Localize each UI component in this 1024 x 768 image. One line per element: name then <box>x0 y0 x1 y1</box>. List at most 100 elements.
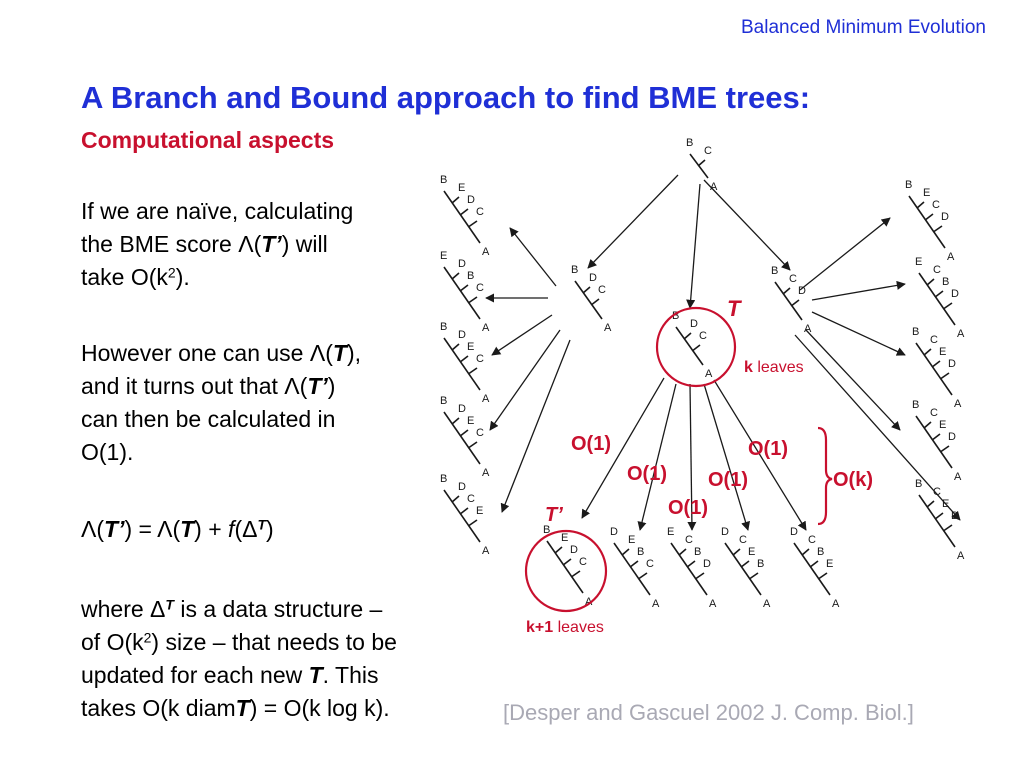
tree-edge <box>931 433 941 441</box>
tree-leaf-label: D <box>798 285 806 297</box>
tree-edge <box>817 572 828 580</box>
tree-leaf-label: C <box>476 353 484 365</box>
tree-edge <box>915 415 953 469</box>
tree-leaf-label: B <box>912 326 919 338</box>
function-symbol: f <box>228 516 235 542</box>
tree-edge <box>915 342 953 396</box>
tree-edge <box>443 411 481 465</box>
tree-leaf-label: A <box>832 598 840 610</box>
tree-edge <box>694 572 705 580</box>
tree-variable: T’ <box>261 231 282 257</box>
k-plus-1-word: leaves <box>553 619 604 636</box>
data-structure-paragraph: where ΔT is a data structure – of O(k2) … <box>81 593 397 725</box>
text-run: ) <box>266 516 274 542</box>
tree-leaf-label: A <box>482 322 490 334</box>
k-leaves-word: leaves <box>753 359 804 376</box>
tree-leaf-label: E <box>942 498 949 510</box>
tree-edge <box>683 332 692 340</box>
tree-edge <box>678 548 687 556</box>
k-leaves-count: k <box>744 359 753 376</box>
tree-edge <box>732 548 741 556</box>
tree-edge <box>691 344 701 352</box>
text-run: where Δ <box>81 596 166 622</box>
tree-edge <box>918 494 956 548</box>
tree-leaf-label: A <box>954 398 962 410</box>
k-plus-1-leaves-label: k+1 leaves <box>526 619 604 636</box>
tree-leaf-label: A <box>947 251 955 263</box>
tree-leaf-label: A <box>604 322 612 334</box>
tree-leaf-label: C <box>933 486 941 498</box>
superscript: 2 <box>143 629 152 646</box>
tree-edge <box>782 287 791 295</box>
update-formula: Λ(T’) = Λ(T) + f(ΔT) <box>81 513 274 546</box>
tree-leaf-label: E <box>476 505 483 517</box>
text-run: ), <box>346 340 362 366</box>
text-line: and it turns out that Λ(T’) <box>81 370 361 403</box>
superscript: T <box>165 596 174 613</box>
tree-leaf-label: B <box>757 558 764 570</box>
tree-edge <box>724 542 762 596</box>
text-run: takes O(k diam <box>81 695 236 721</box>
tree-edge <box>459 507 469 515</box>
tree-leaf-label: D <box>690 318 698 330</box>
tree-edge <box>451 272 460 280</box>
text-line: If we are naïve, calculating <box>81 198 354 224</box>
tree-leaf-label: B <box>440 473 447 485</box>
tree-leaf-label: E <box>915 256 922 268</box>
tree-leaf-label: A <box>482 393 490 405</box>
tree-edge <box>459 429 469 437</box>
tree-leaf-label: E <box>748 546 755 558</box>
insertion-arrow <box>637 383 677 531</box>
tree-leaf-label: D <box>589 272 597 284</box>
tree-root: BCA <box>686 137 718 193</box>
tree-edge <box>443 190 481 244</box>
insertion-arrow <box>489 329 561 431</box>
text-run: and it turns out that Λ( <box>81 373 308 399</box>
text-line: where ΔT is a data structure – <box>81 593 397 626</box>
tree-leaf-label: B <box>571 264 578 276</box>
tree-leaf-label: E <box>458 182 465 194</box>
text-line: take O(k2). <box>81 261 353 294</box>
insertion-arrow <box>686 183 701 309</box>
tree-edge <box>942 524 953 532</box>
text-run: ) size – that needs to be <box>151 629 397 655</box>
text-run: the BME score Λ( <box>81 231 262 257</box>
tree-leaf-label: B <box>686 137 693 149</box>
tree-leaf-label: C <box>932 199 940 211</box>
text-line: of O(k2) size – that needs to be <box>81 626 397 659</box>
tree-leaf-label: B <box>905 179 912 191</box>
k-leaves-label: k leaves <box>744 359 804 376</box>
tree-edge <box>467 296 478 304</box>
insertion-arrow <box>703 179 791 271</box>
text-run: (Δ <box>234 516 258 542</box>
tree-edge <box>926 278 935 286</box>
tree-leaf-label: C <box>579 556 587 568</box>
tree-leaf-label: D <box>951 510 959 522</box>
tree-edge <box>613 542 651 596</box>
tree-edge <box>459 284 469 292</box>
tree-leaf-label: A <box>710 181 718 193</box>
tree-edge <box>908 195 946 249</box>
tree-leaf-label: B <box>915 478 922 490</box>
tree-edge <box>637 572 648 580</box>
tree-edge <box>916 201 925 209</box>
tree-leaf-label: E <box>440 250 447 262</box>
tree-leaf-label: D <box>703 558 711 570</box>
tree-leaf-label: D <box>570 544 578 556</box>
tree-leaf-label: B <box>672 310 679 322</box>
tree-edge <box>554 546 563 554</box>
tree-edge <box>451 343 460 351</box>
tree-edge <box>451 196 460 204</box>
extended-tree-highlight-circle <box>524 529 608 613</box>
tree-leaf-label: A <box>957 550 965 562</box>
tree-edge <box>923 421 932 429</box>
tree-leaf-label: A <box>954 471 962 483</box>
tree-edge <box>686 560 696 568</box>
tree-leaf-label: C <box>476 427 484 439</box>
tree-edge <box>467 367 478 375</box>
